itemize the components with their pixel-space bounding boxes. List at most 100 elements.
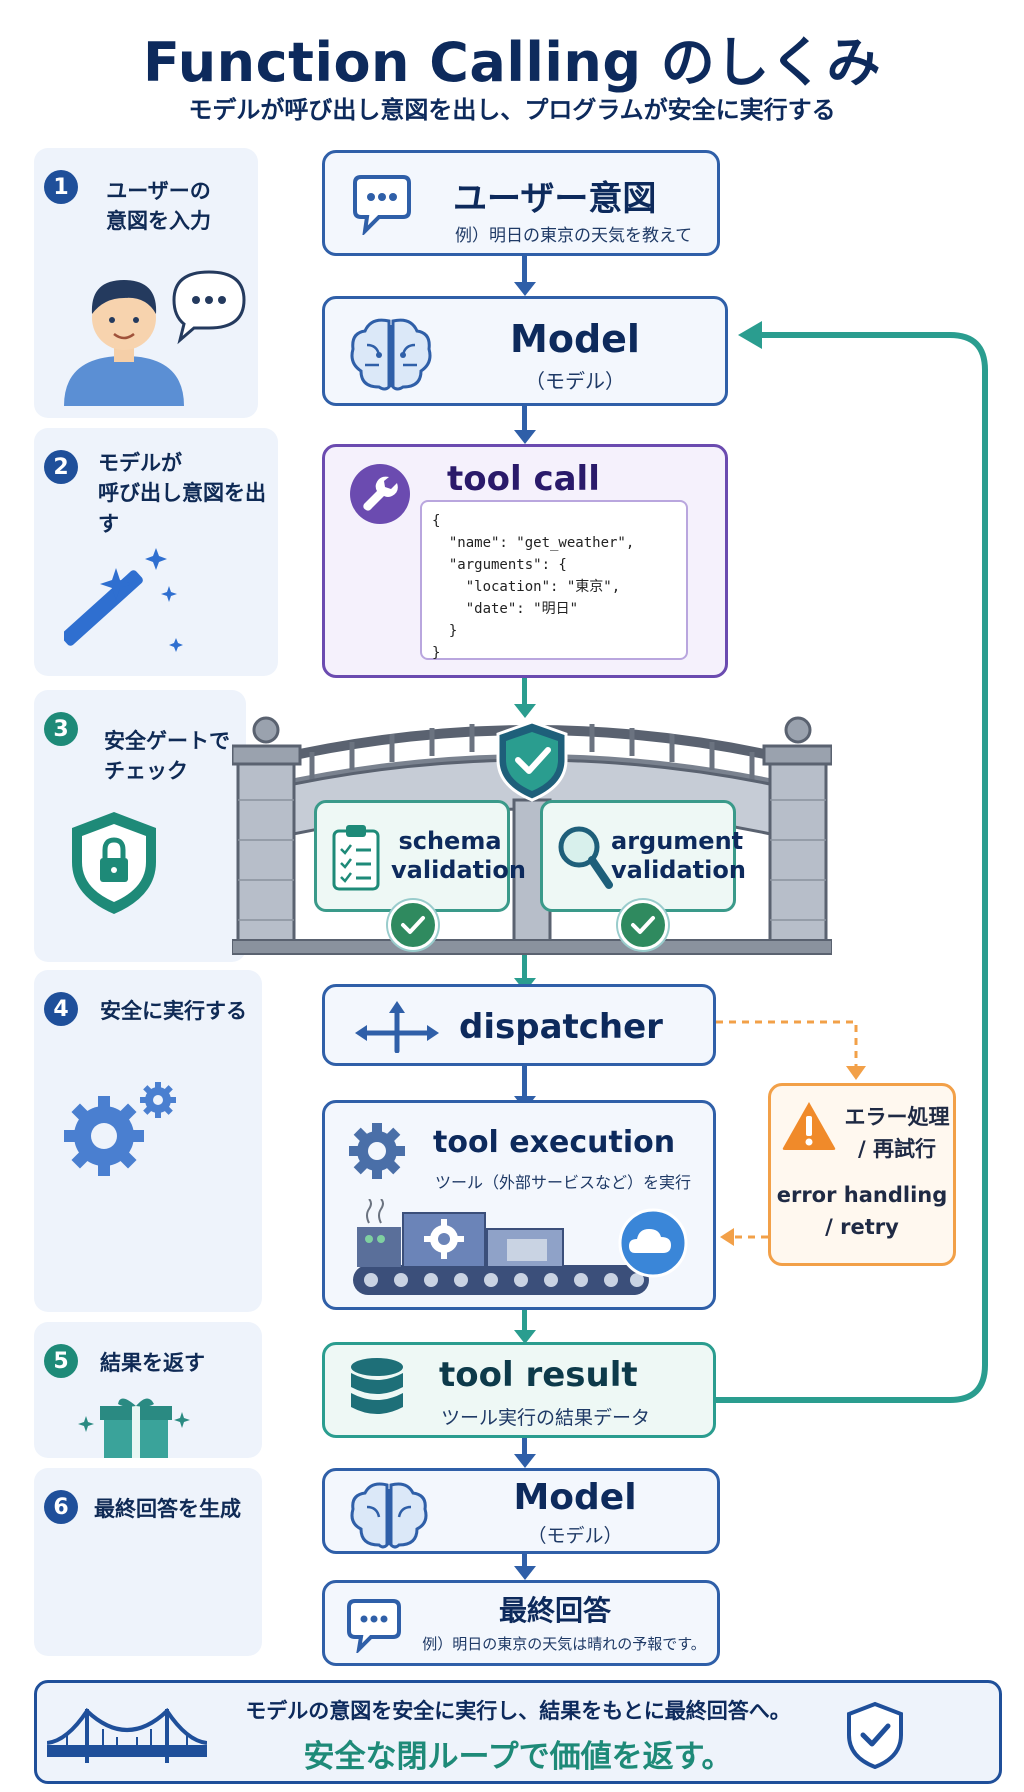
tool-result-sub: ツール実行の結果データ [441, 1407, 651, 1429]
stone-gate-illustration [232, 716, 832, 955]
gears-icon [64, 1082, 176, 1176]
step-5-panel: 5 結果を返す [34, 1322, 262, 1458]
tool-execution-title: tool execution [433, 1125, 676, 1160]
tool-execution-box: tool execution ツール（外部サービスなど）を実行 [322, 1100, 716, 1310]
model-box-1: Model （モデル） [322, 296, 728, 406]
error-line2: / 再試行 [858, 1136, 936, 1161]
brain-icon [350, 318, 432, 391]
step-number-1: 1 [44, 170, 78, 204]
final-answer-example: 例）明日の東京の天気は晴れの予報です。 [422, 1635, 706, 1653]
step-3-panel: 3 安全ゲートで チェック [34, 690, 246, 962]
step-2-line1: モデルが [98, 451, 182, 475]
step-1-panel: 1 ユーザーの 意図を入力 [34, 148, 258, 418]
step-5-text: 結果を返す [100, 1351, 205, 1375]
gear-icon [349, 1123, 405, 1179]
wrench-icon [350, 464, 410, 524]
machine-conveyor-illustration [353, 1199, 649, 1295]
json-line: "name": "get_weather", [432, 535, 635, 551]
footer-line2: 安全な閉ループで価値を返す。 [303, 1739, 733, 1775]
step-number-6: 6 [44, 1490, 78, 1524]
step-1-line1: ユーザーの [106, 179, 211, 203]
model-1-title: Model [510, 317, 640, 361]
error-jp-label: エラー処理 / 再試行 [839, 1102, 955, 1165]
clipboard-checklist-icon [332, 825, 380, 891]
dispatcher-to-error-arrow [716, 1020, 858, 1068]
argument-label-line1: argument [611, 827, 744, 855]
error-arrowhead [846, 1066, 866, 1080]
model-2-title: Model [513, 1477, 637, 1518]
speech-bubble-icon [172, 270, 246, 345]
magnifier-icon [558, 826, 613, 889]
dispatcher-box: dispatcher [322, 984, 716, 1066]
tool-execution-sub: ツール（外部サービスなど）を実行 [435, 1173, 692, 1192]
schema-validation-label: schema validation [391, 827, 526, 885]
loop-back-arrow [716, 332, 988, 1403]
step-number-3: 3 [44, 712, 78, 746]
step-1-text: ユーザーの 意図を入力 [106, 176, 211, 237]
warning-icon [782, 1102, 836, 1150]
page-subtitle: モデルが呼び出し意図を出し、プログラムが安全に実行する [188, 96, 836, 124]
step-3-line1: 安全ゲートで [104, 729, 230, 753]
json-line: "date": "明日" [432, 601, 579, 617]
footer-banner: モデルの意図を安全に実行し、結果をもとに最終回答へ。 安全な閉ループで価値を返す… [34, 1680, 1002, 1784]
page-title: Function Calling のしくみ [143, 31, 881, 94]
step-3-line2: チェック [104, 759, 188, 784]
tool-call-json: { "name": "get_weather", "arguments": { … [420, 500, 688, 661]
error-line1: エラー処理 [844, 1105, 950, 1129]
cloud-icon [618, 1208, 688, 1278]
flow-arrows [514, 255, 536, 1580]
argument-label-line2: validation [611, 855, 746, 884]
step-1-line2: 意図を入力 [106, 209, 211, 234]
user-avatar-icon [64, 270, 246, 406]
gift-icon [78, 1398, 190, 1458]
json-line: } [432, 645, 441, 661]
step-6-text: 最終回答を生成 [94, 1497, 241, 1521]
chat-bubble-icon [353, 175, 411, 235]
step-3-text: 安全ゲートで チェック [104, 726, 230, 787]
user-intent-title: ユーザー意図 [453, 179, 657, 219]
final-answer-box: 最終回答 例）明日の東京の天気は晴れの予報です。 [322, 1580, 720, 1666]
json-line: } [432, 623, 458, 639]
error-line3: error handling [776, 1183, 948, 1207]
schema-label-line2: validation [391, 855, 526, 884]
tool-result-box: tool result ツール実行の結果データ [322, 1342, 716, 1438]
error-handling-box: エラー処理 / 再試行 error handling / retry [768, 1083, 956, 1266]
teal-flow-arrows [514, 677, 536, 1344]
argument-check-icon [618, 900, 668, 950]
step-2-line2: 呼び出し意図を出す [98, 481, 266, 536]
argument-validation-label: argument validation [611, 827, 746, 885]
step-number-4: 4 [44, 992, 78, 1026]
model-2-sub: （モデル） [527, 1525, 623, 1547]
schema-label-line1: schema [398, 827, 502, 855]
chat-bubble-icon [347, 1599, 401, 1653]
schema-check-icon [388, 900, 438, 950]
user-intent-example: 例）明日の東京の天気を教えて [455, 226, 693, 246]
step-number-2: 2 [44, 450, 78, 484]
schema-validation-box: schema validation [314, 800, 526, 912]
tool-result-title: tool result [439, 1355, 638, 1395]
json-line: "location": "東京", [432, 579, 621, 595]
step-number-5: 5 [44, 1344, 78, 1378]
lock-shield-icon [72, 812, 156, 914]
json-line: { [432, 513, 441, 529]
tool-call-title: tool call [447, 459, 600, 499]
user-intent-box: ユーザー意図 例）明日の東京の天気を教えて [322, 150, 720, 256]
error-en-label: error handling / retry [771, 1180, 953, 1243]
step-2-panel: 2 モデルが 呼び出し意図を出す [34, 428, 278, 676]
model-1-sub: （モデル） [525, 369, 625, 393]
dispatcher-title: dispatcher [459, 1007, 663, 1047]
json-line: "arguments": { [432, 557, 567, 573]
step-2-text: モデルが 呼び出し意図を出す [98, 448, 278, 539]
shield-check-icon [847, 1701, 903, 1769]
argument-validation-box: argument validation [540, 800, 746, 912]
model-box-2: Model （モデル） [322, 1468, 720, 1554]
footer-line1: モデルの意図を安全に実行し、結果をもとに最終回答へ。 [245, 1699, 791, 1723]
brain-icon [350, 1482, 428, 1549]
bridge-icon [47, 1707, 207, 1763]
step-6-panel: 6 最終回答を生成 [34, 1468, 262, 1656]
retry-arrowhead [720, 1228, 734, 1246]
database-icon [351, 1358, 403, 1414]
error-line4: / retry [825, 1214, 899, 1239]
step-4-panel: 4 安全に実行する [34, 970, 262, 1312]
